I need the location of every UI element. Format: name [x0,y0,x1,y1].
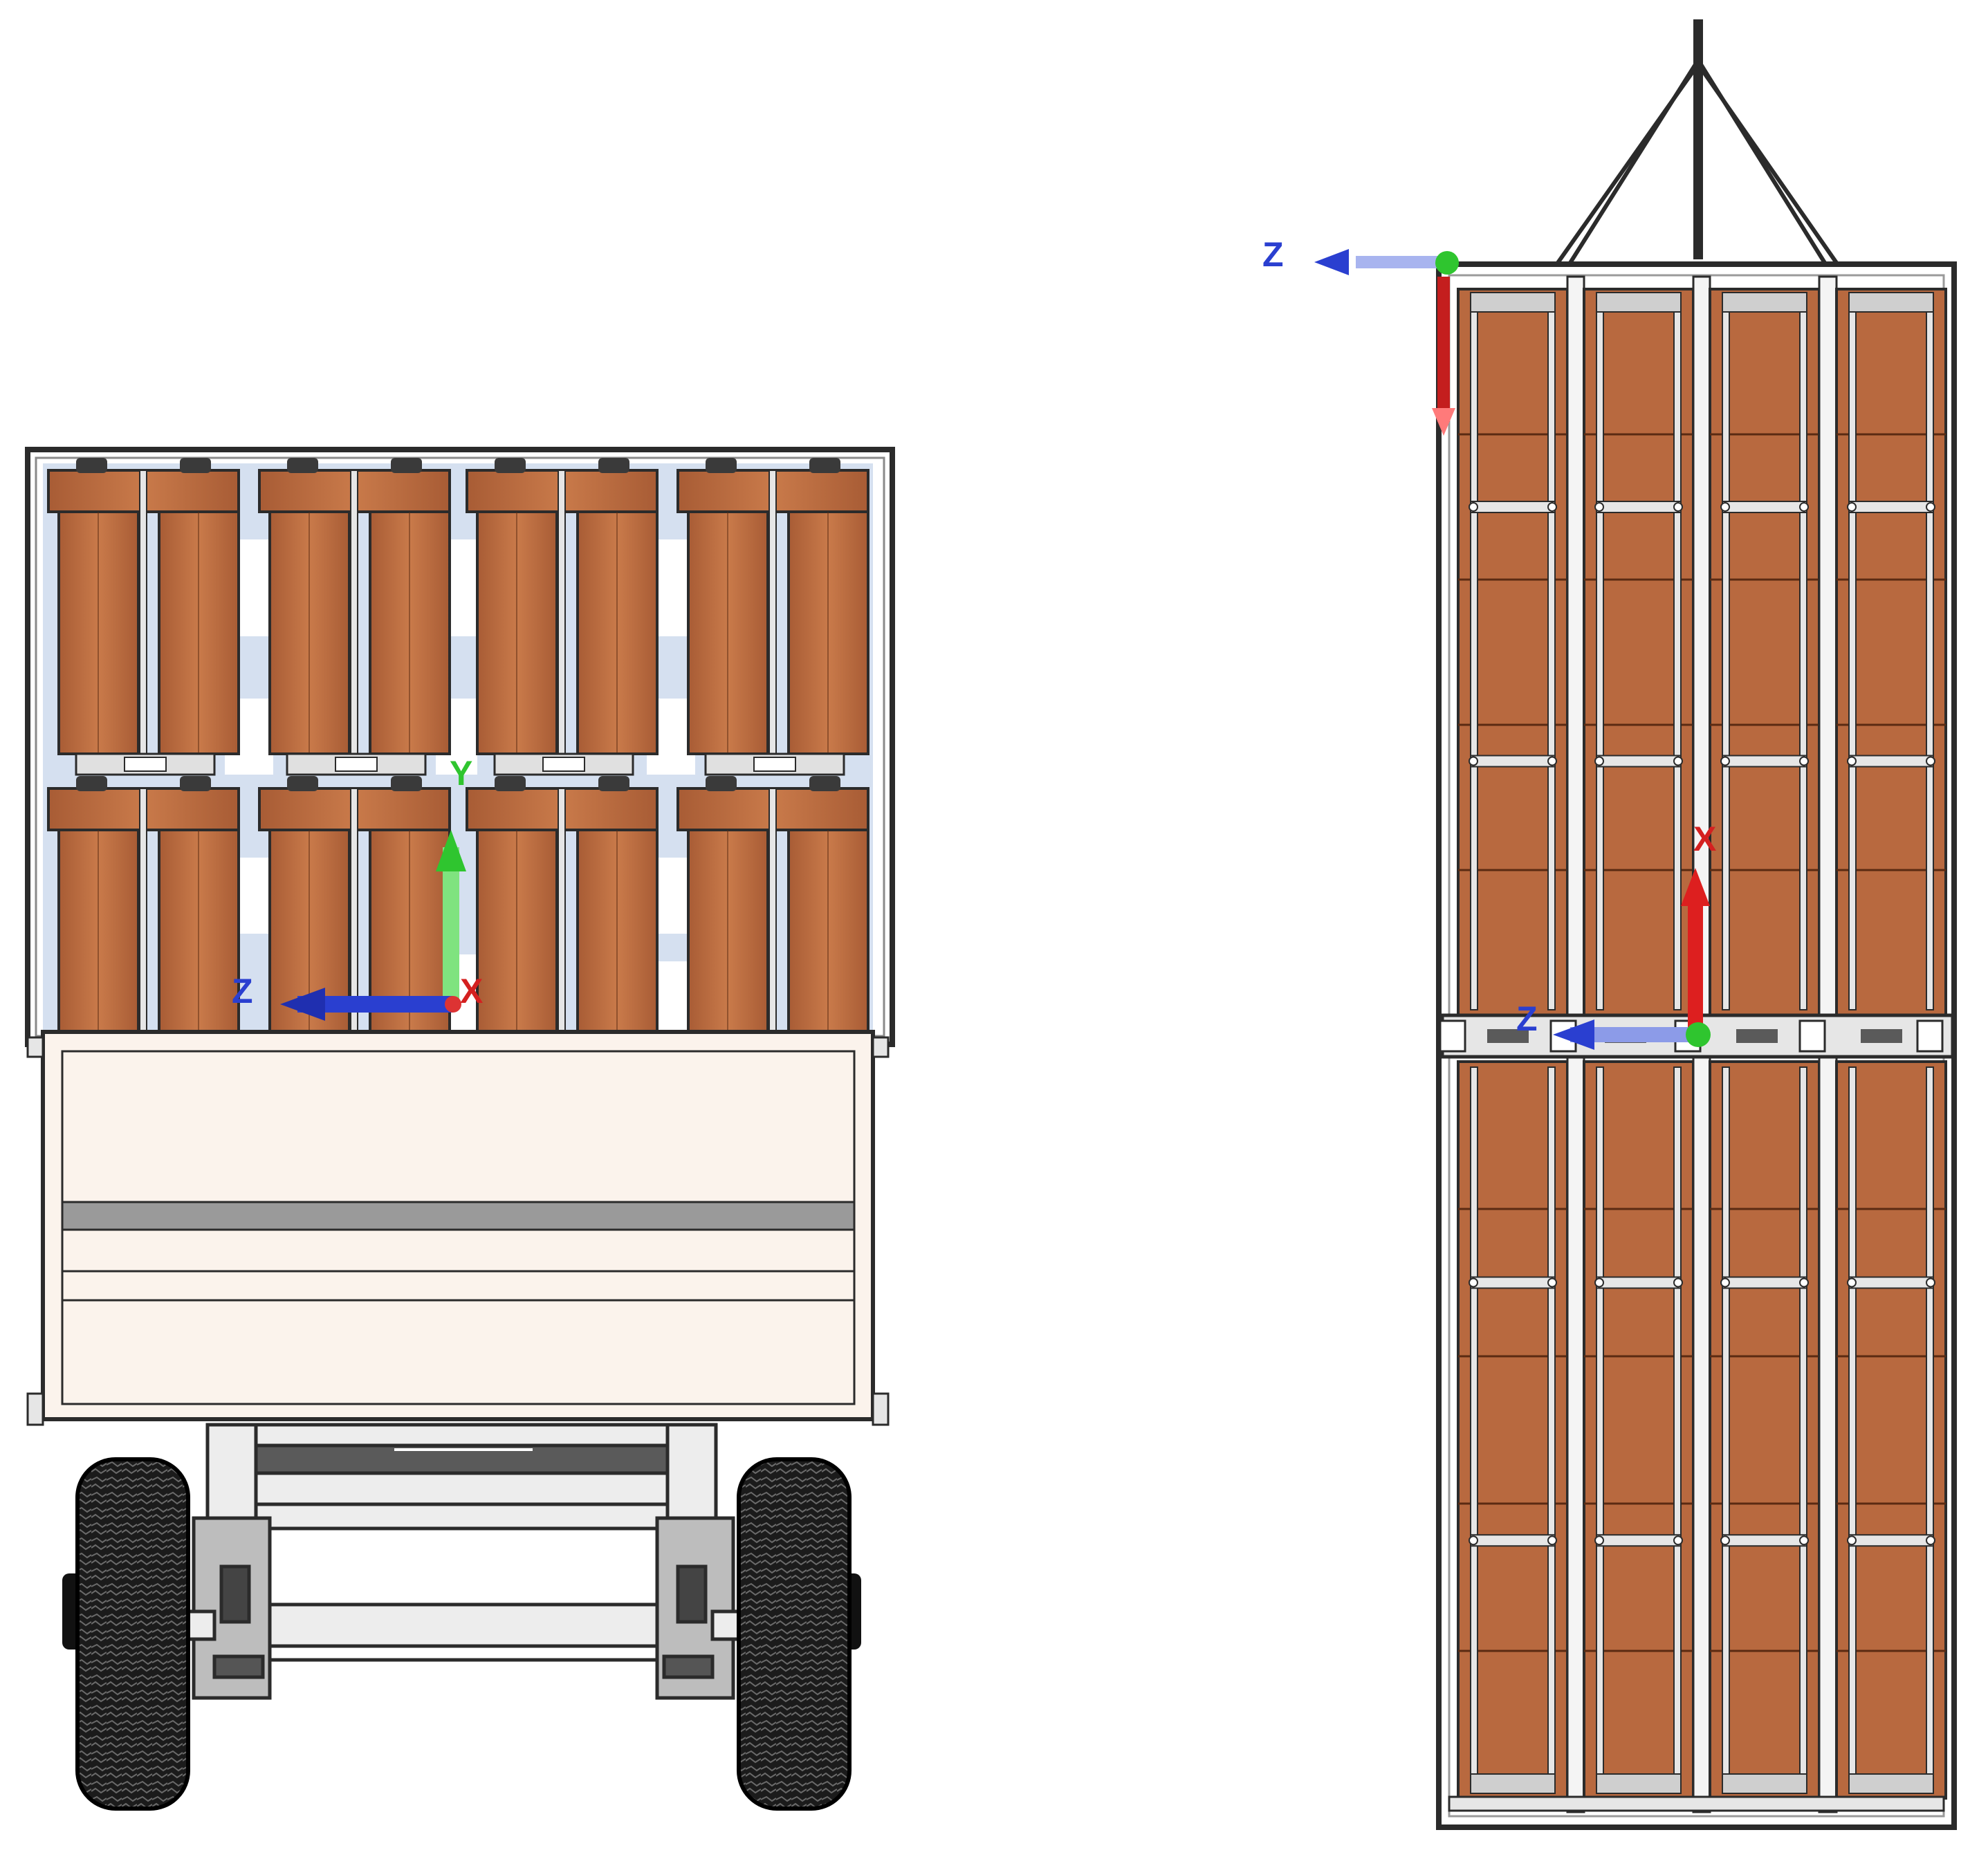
front-box-pair-2-3 [466,776,659,1073]
top-center-axis-label-z: Z [1516,999,1538,1038]
front-view-drawing: Z Y X [25,447,895,1811]
top-panel-1-1 [1457,288,1569,1017]
top-panel-1-3 [1709,288,1821,1017]
top-corner-axis-label-z: Z [1262,235,1284,274]
top-center-axis-label-x: X [1693,820,1716,858]
front-undercarriage [171,1423,756,1700]
top-panel-1-4 [1835,288,1947,1017]
front-box-pair-2-4 [677,776,869,1073]
front-axis-label-x: X [460,972,483,1010]
top-view-drawing: Z Z X [1262,19,1957,1830]
front-right-wheel [737,1457,861,1811]
top-panel-2-2 [1583,1060,1695,1800]
top-panel-2-3 [1709,1060,1821,1800]
front-axis-triad: Z Y X [232,754,483,1021]
front-lower-panel-stripe [61,1201,856,1231]
top-tow-tongue [1556,19,1839,264]
front-left-wheel [62,1457,190,1811]
front-box-pair-1-1 [47,458,240,776]
top-panel-1-2 [1583,288,1695,1017]
front-box-pair-2-1 [47,776,240,1073]
top-wood-panels [1457,275,1947,1813]
front-axis-label-z: Z [232,972,253,1010]
top-panel-2-4 [1835,1060,1947,1800]
front-box-pair-1-2 [258,458,451,776]
top-corner-axis-triad: Z [1262,235,1459,436]
front-box-pair-1-4 [677,458,869,776]
front-box-pair-1-3 [466,458,659,776]
top-center-axis-triad: Z X [1516,820,1716,1050]
top-panel-2-1 [1457,1060,1569,1800]
front-axis-label-y: Y [450,754,472,793]
front-box-pair-2-2 [258,776,451,1073]
